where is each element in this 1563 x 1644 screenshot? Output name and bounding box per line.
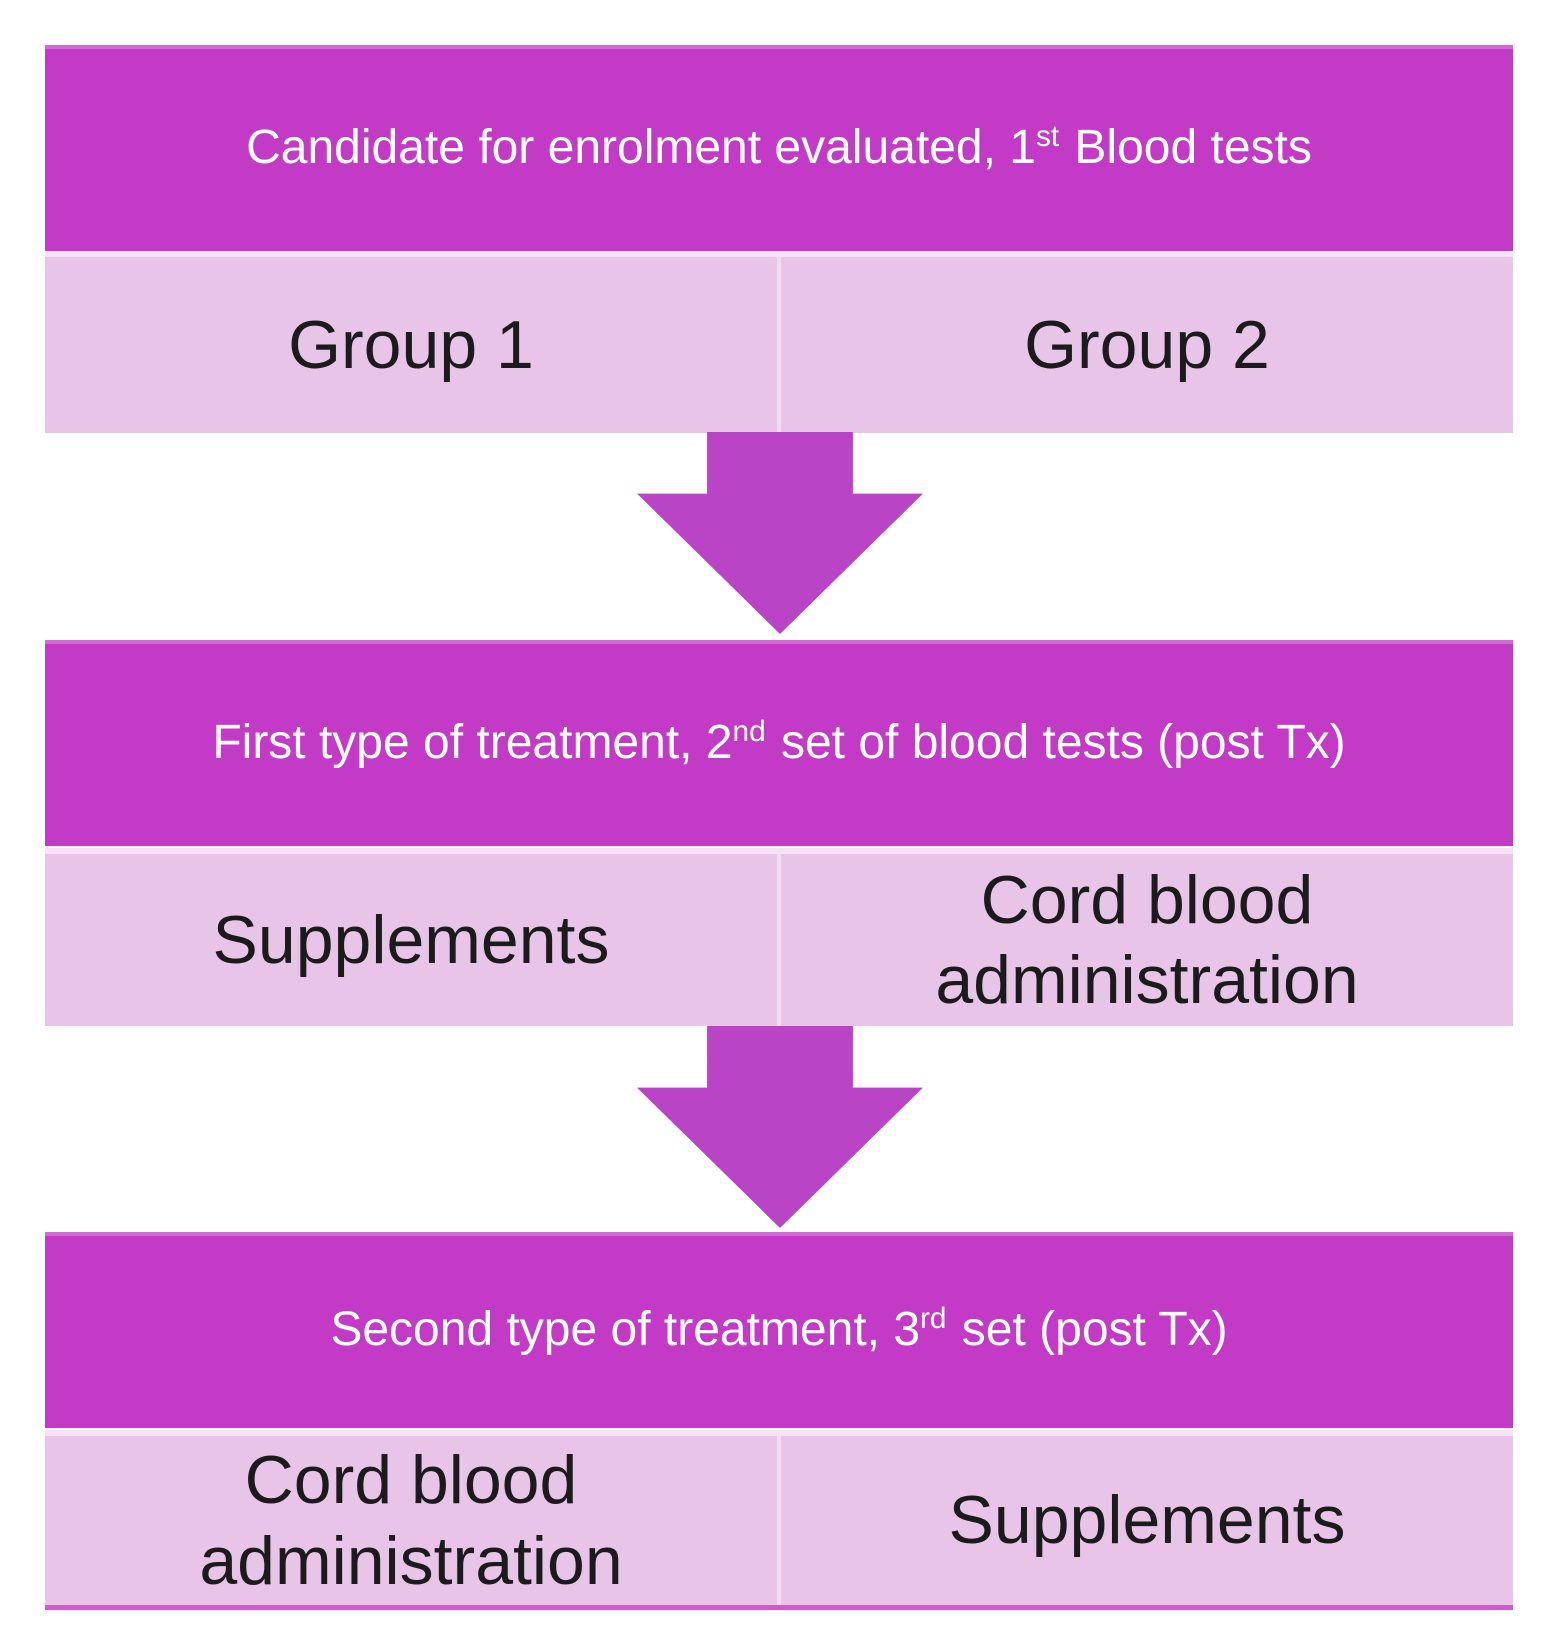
stage1-row: Group 1 Group 2 (45, 251, 1513, 433)
stage2-header: First type of treatment, 2nd set of bloo… (45, 640, 1513, 846)
ordinal-suffix: nd (732, 715, 766, 749)
stage3-header-text: Second type of treatment, 3rd set (post … (330, 1302, 1228, 1357)
down-arrow-icon (637, 432, 923, 634)
stage3-cell-supplements: Supplements (777, 1436, 1513, 1605)
down-arrow-icon (637, 1026, 923, 1228)
stage3-cell-cord-blood: Cord blood administration (199, 1442, 623, 1599)
ordinal-suffix: rd (920, 1302, 947, 1336)
stage2-cell-supplements: Supplements (212, 901, 610, 978)
stage2-row: Supplements Cord blood administration (45, 848, 1513, 1026)
stage1-header-text: Candidate for enrolment evaluated, 1st B… (246, 120, 1312, 175)
stage2-cell-cord-blood: Cord blood administration (777, 854, 1513, 1026)
stage1-cell-group1: Group 1 (288, 306, 534, 383)
stage1-cell-group2: Group 2 (777, 257, 1513, 433)
stage1-header: Candidate for enrolment evaluated, 1st B… (45, 45, 1513, 251)
stage2-header-text: First type of treatment, 2nd set of bloo… (212, 715, 1346, 770)
stage3-row: Cord blood administration Supplements (45, 1430, 1513, 1610)
ordinal-suffix: st (1035, 120, 1060, 154)
stage3-header: Second type of treatment, 3rd set (post … (45, 1232, 1513, 1428)
